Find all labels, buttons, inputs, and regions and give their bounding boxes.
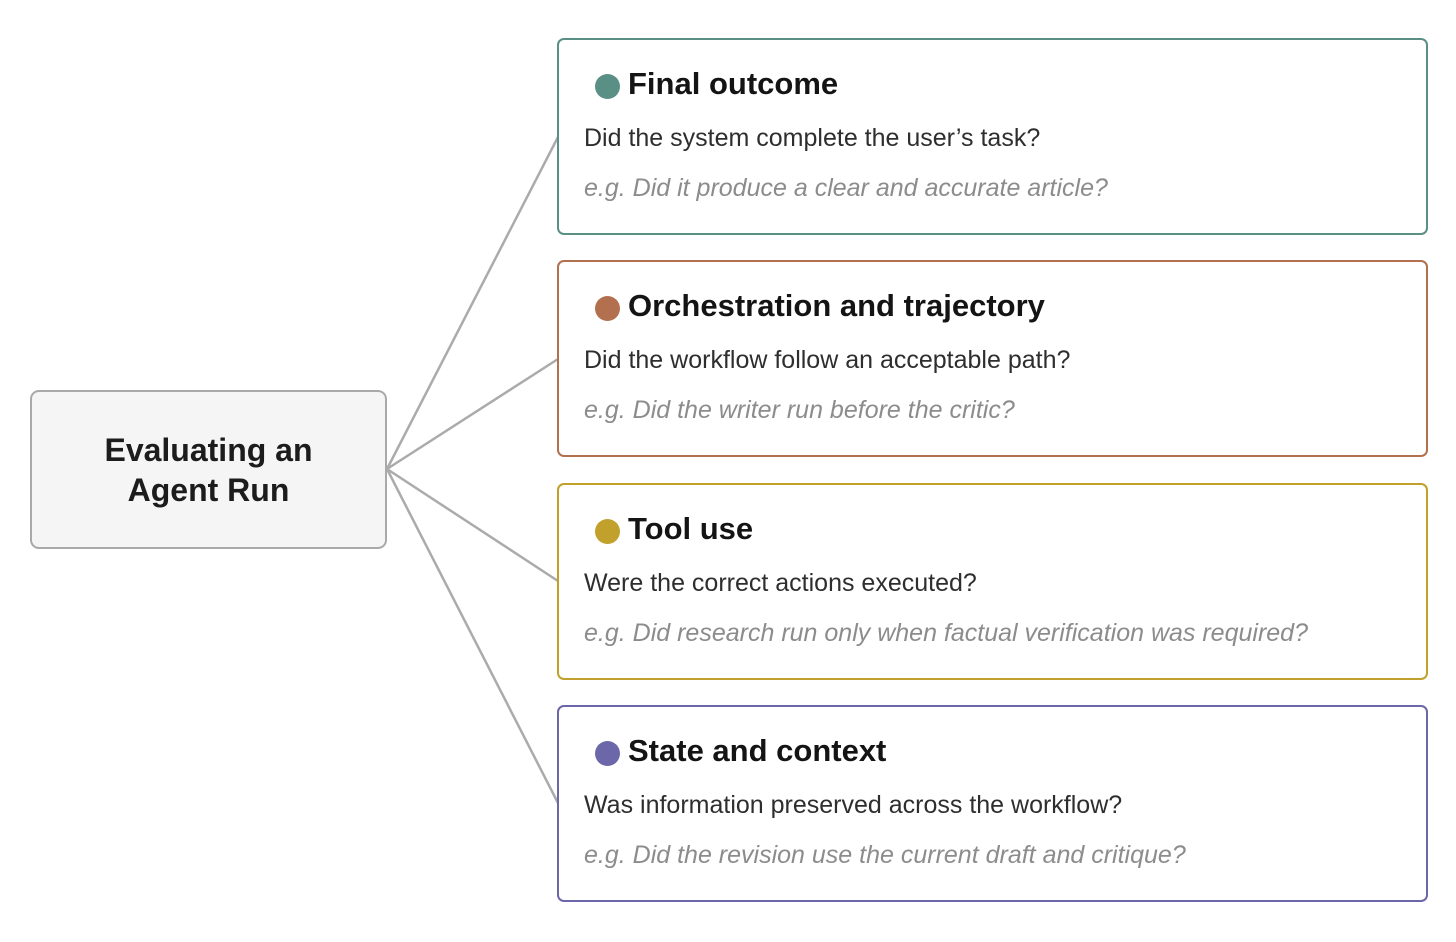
card-question: Did the workflow follow an acceptable pa…: [584, 346, 1071, 374]
card-title: State and context: [628, 733, 887, 768]
branch-card-orchestration-trajectory: Orchestration and trajectory Did the wor…: [557, 260, 1428, 457]
card-example: e.g. Did research run only when factual …: [584, 619, 1308, 647]
bullet-dot-icon: [595, 73, 620, 99]
bullet-dot-icon: [595, 518, 620, 544]
bullet-dot-icon: [595, 740, 620, 766]
card-heading: Tool use: [595, 511, 753, 547]
root-title: Evaluating an Agent Run: [104, 431, 313, 508]
card-title: Orchestration and trajectory: [628, 288, 1045, 323]
card-title: Final outcome: [628, 66, 839, 101]
branch-card-state-context: State and context Was information preser…: [557, 705, 1428, 902]
root-node: Evaluating an Agent Run: [30, 390, 387, 549]
card-example: e.g. Did the revision use the current dr…: [584, 841, 1186, 869]
connector-line-state-context: [385, 468, 560, 804]
bullet-dot-icon: [595, 295, 620, 321]
connector-line-final-outcome: [385, 136, 560, 470]
card-example: e.g. Did it produce a clear and accurate…: [584, 174, 1108, 202]
connector-line-tool-use: [386, 467, 559, 583]
branch-card-tool-use: Tool use Were the correct actions execut…: [557, 483, 1428, 680]
card-question: Was information preserved across the wor…: [584, 791, 1123, 819]
card-question: Were the correct actions executed?: [584, 569, 977, 597]
card-question: Did the system complete the user’s task?: [584, 124, 1041, 152]
card-example: e.g. Did the writer run before the criti…: [584, 396, 1015, 424]
card-heading: State and context: [595, 733, 886, 769]
connector-line-orchestration: [386, 357, 559, 471]
card-title: Tool use: [628, 511, 754, 546]
card-heading: Final outcome: [595, 66, 838, 102]
card-heading: Orchestration and trajectory: [595, 288, 1045, 324]
branch-card-final-outcome: Final outcome Did the system complete th…: [557, 38, 1428, 235]
